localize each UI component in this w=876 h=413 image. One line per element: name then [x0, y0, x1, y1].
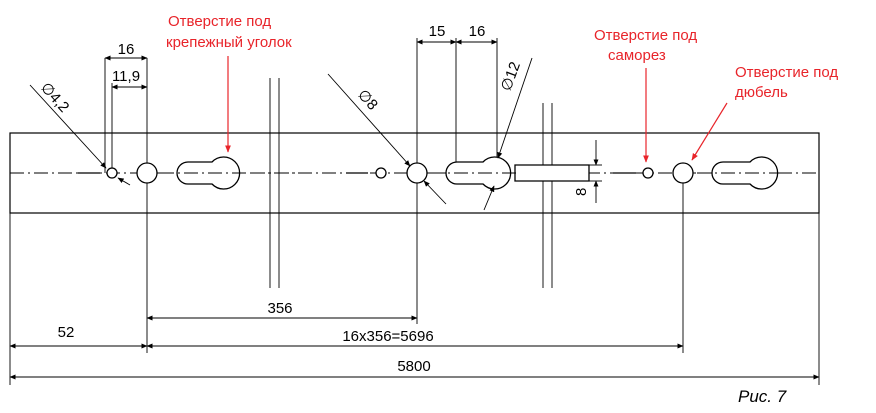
svg-text:дюбель: дюбель	[735, 84, 788, 101]
screw-hole	[106, 167, 118, 179]
dim-16-left: 16	[118, 41, 135, 58]
dowel-hole	[672, 162, 694, 184]
top-dimensions	[29, 39, 602, 211]
break-lines	[250, 78, 553, 288]
dim-52: 52	[58, 324, 75, 341]
callout-dowel-hole: Отверстие под	[735, 64, 838, 81]
dim-16-right: 16	[469, 23, 486, 40]
screw-hole	[375, 167, 387, 179]
callout-bracket-hole: Отверстие под	[168, 13, 271, 30]
long-slot	[514, 164, 590, 182]
dowel-hole	[136, 162, 158, 184]
dim-phi-8: ∅8	[354, 86, 381, 113]
holes	[78, 156, 790, 190]
bottom-dimensions	[9, 315, 820, 380]
svg-text:крепежный уголок: крепежный уголок	[166, 34, 292, 51]
dim-11-9: 11,9	[112, 68, 140, 85]
dim-15: 15	[429, 23, 446, 40]
dim-356: 356	[267, 300, 292, 317]
dim-chain: 16x356=5696	[342, 328, 433, 345]
dim-phi-4-2: ∅4,2	[37, 79, 72, 116]
dim-total: 5800	[397, 358, 430, 375]
figure-caption: Рис. 7	[738, 387, 787, 406]
svg-text:саморез: саморез	[608, 47, 666, 64]
dim-8: 8	[573, 188, 590, 196]
dowel-hole	[406, 162, 428, 184]
screw-hole	[642, 167, 654, 179]
callouts: Отверстие под крепежный уголок Отверстие…	[166, 13, 838, 163]
dim-phi-12: ∅12	[498, 60, 524, 94]
keyhole-slot	[711, 156, 779, 190]
callout-screw-hole: Отверстие под	[594, 27, 697, 44]
extension-lines	[9, 38, 820, 385]
